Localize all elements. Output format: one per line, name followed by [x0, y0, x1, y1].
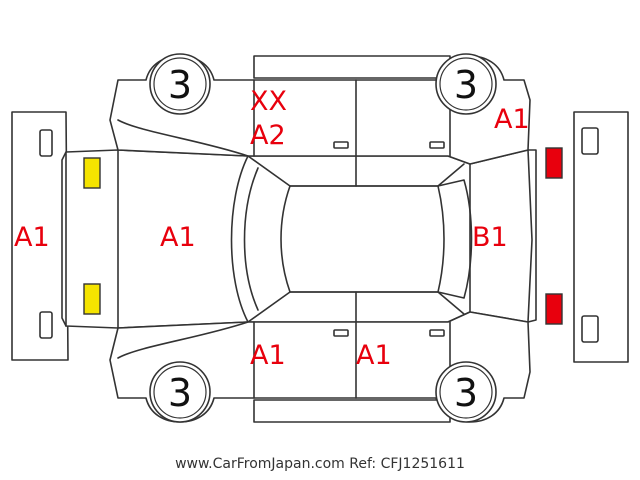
wheel-rear-left-label: 3 [454, 63, 478, 107]
rear-lamp-marker-bottom [545, 293, 563, 325]
front-lamp-marker-bottom [83, 283, 101, 315]
marking-windshield-top: XX [250, 86, 287, 117]
marking-front-right-door: A1 [250, 340, 286, 371]
wheel-front-right-label: 3 [168, 371, 192, 415]
marking-windshield-bottom: A2 [250, 120, 286, 151]
front-bumper [11, 111, 69, 361]
wheel-rear-left: 3 [435, 53, 497, 115]
wheel-front-left-label: 3 [168, 63, 192, 107]
marking-rear-left-fender: A1 [494, 104, 530, 135]
wheel-rear-right: 3 [435, 361, 497, 423]
rear-bumper [573, 111, 629, 363]
wheel-rear-right-label: 3 [454, 371, 478, 415]
marking-rear-right-door: A1 [356, 340, 392, 371]
marking-trunk: B1 [472, 222, 508, 253]
cabin-roof [230, 155, 473, 323]
wheel-front-left: 3 [149, 53, 211, 115]
reference-footer: www.CarFromJapan.com Ref: CFJ1251611 [175, 456, 465, 472]
marking-front-bumper: A1 [14, 222, 50, 253]
rear-lamp-marker-top [545, 147, 563, 179]
marking-hood: A1 [160, 222, 196, 253]
car-body-top-view [61, 149, 537, 329]
wheel-front-right: 3 [149, 361, 211, 423]
front-lamp-marker-top [83, 157, 101, 189]
right-side-panels [109, 291, 531, 423]
